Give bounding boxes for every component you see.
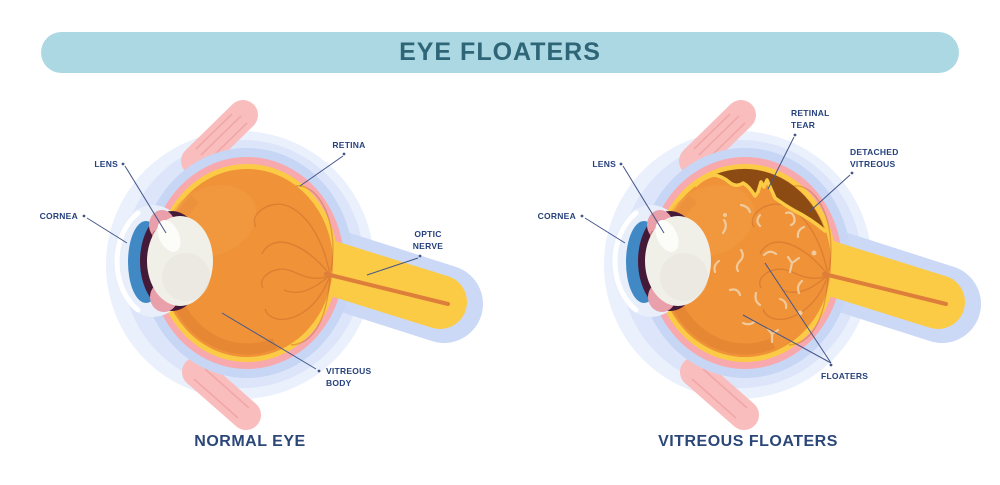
svg-text:DETACHED: DETACHED (850, 147, 899, 157)
lens-label: LENS (94, 159, 167, 234)
cornea-label-dot (82, 214, 86, 218)
detached-vitreous-label: DETACHED VITREOUS (808, 147, 899, 213)
page-title: EYE FLOATERS (399, 38, 601, 66)
vitreous-floaters-caption: VITREOUS FLOATERS (658, 433, 838, 450)
title-banner: EYE FLOATERS (41, 32, 959, 73)
retinal-tear-label: RETINAL TEAR (767, 108, 830, 190)
svg-text:TEAR: TEAR (791, 120, 815, 130)
svg-text:FLOATERS: FLOATERS (821, 371, 868, 381)
retina-label: RETINA (299, 140, 365, 187)
optic-nerve-leader-line (366, 257, 419, 276)
cornea-label: CORNEA (538, 211, 626, 244)
retinal-tear-label-dot (793, 133, 797, 137)
cornea-label: CORNEA (40, 211, 128, 244)
svg-text:VITREOUS: VITREOUS (326, 366, 372, 376)
vitreous-floaters-panel: LENS CORNEA RETINAL TEAR DETACHED (538, 108, 946, 418)
lens-label-dot (121, 162, 125, 166)
svg-text:CORNEA: CORNEA (538, 211, 576, 221)
normal-eye-labels: LENS CORNEA RETINA OPTIC NERVE (40, 140, 443, 388)
normal-eyeball-illustration (106, 114, 448, 418)
svg-text:NERVE: NERVE (413, 241, 443, 251)
lens-label-dot (619, 162, 623, 166)
floaters-label: FLOATERS (742, 262, 868, 381)
svg-text:LENS: LENS (94, 159, 118, 169)
vitreous-body-label: VITREOUS BODY (221, 312, 372, 388)
detached-vitreous-group (694, 168, 827, 233)
floaters-leader-line-2 (742, 314, 832, 364)
vitreous-body-label-dot (317, 369, 321, 373)
optic-nerve-label-dot (418, 254, 422, 258)
svg-text:OPTIC: OPTIC (414, 229, 441, 239)
retina-label-dot (342, 152, 346, 156)
eye-diagrams: LENS CORNEA RETINA OPTIC NERVE (40, 85, 1000, 430)
svg-text:RETINAL: RETINAL (791, 108, 830, 118)
normal-eye-caption: NORMAL EYE (194, 433, 306, 450)
lens-label: LENS (592, 159, 665, 234)
floaters-label-dot (829, 363, 833, 367)
retinal-tear-leader-line (767, 136, 795, 190)
svg-text:RETINA: RETINA (332, 140, 365, 150)
lens-leader-line (622, 165, 665, 234)
detached-vitreous-label-dot (850, 171, 854, 175)
svg-text:VITREOUS: VITREOUS (850, 159, 896, 169)
optic-nerve-label: OPTIC NERVE (366, 229, 443, 276)
detached-vitreous-leader-line (808, 174, 851, 213)
normal-eye-panel: LENS CORNEA RETINA OPTIC NERVE (40, 114, 448, 418)
cornea-leader-line (584, 217, 626, 244)
svg-text:BODY: BODY (326, 378, 352, 388)
floaters-eye-labels: LENS CORNEA RETINAL TEAR DETACHED (538, 108, 899, 381)
svg-text:CORNEA: CORNEA (40, 211, 78, 221)
lens-leader-line (124, 165, 167, 234)
cornea-leader-line (86, 217, 128, 244)
cornea-label-dot (580, 214, 584, 218)
detached-retina-edge (694, 173, 827, 233)
floaters-leader-line-1 (764, 262, 832, 364)
vitreous-body-leader-line (221, 312, 317, 370)
svg-text:LENS: LENS (592, 159, 616, 169)
retina-leader-line (299, 155, 344, 187)
